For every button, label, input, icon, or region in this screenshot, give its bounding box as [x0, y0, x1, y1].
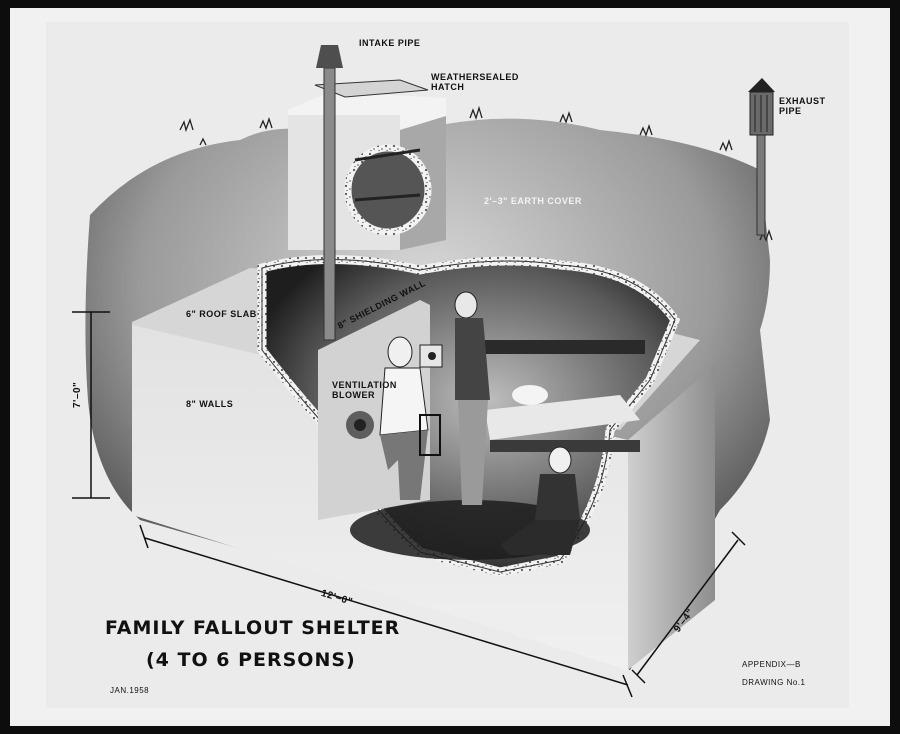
hatch-opening	[348, 148, 428, 232]
label-ventilation-blower: VENTILATION BLOWER	[332, 380, 397, 400]
ventilation-blower	[346, 411, 374, 439]
seated-man-figure	[379, 336, 441, 500]
appendix-label: APPENDIX—B	[742, 660, 801, 669]
label-roof-slab: 6" ROOF SLAB	[186, 309, 257, 319]
drawing-title: FAMILY FALLOUT SHELTER	[105, 617, 401, 639]
exhaust-pipe	[748, 78, 775, 236]
right-wall	[628, 365, 715, 670]
label-earth-cover: 2'–3" EARTH COVER	[484, 196, 582, 206]
grass-tufts	[179, 105, 773, 242]
label-walls: 8" WALLS	[186, 399, 234, 409]
drawing-number: DRAWING No.1	[742, 678, 806, 687]
standing-man-figure	[454, 291, 490, 505]
label-weathersealed-hatch: WEATHERSEALED HATCH	[431, 72, 519, 92]
radio-dial	[428, 352, 436, 360]
hatch-opening-gravel	[344, 144, 432, 236]
label-exhaust-pipe: EXHAUST PIPE	[779, 96, 826, 116]
hatch-ladder-rung	[354, 148, 421, 162]
dimension-height: 7'–0"	[72, 381, 83, 408]
bunk-bed	[485, 340, 645, 452]
intake-pipe-cap	[316, 45, 343, 68]
label-intake-pipe: INTAKE PIPE	[359, 38, 421, 48]
intake-pipe	[323, 67, 336, 341]
drawing-subtitle: (4 TO 6 PERSONS)	[146, 649, 356, 671]
seated-woman-figure	[500, 446, 580, 555]
drawing-date: JAN.1958	[110, 686, 150, 695]
dimension-lines	[72, 311, 746, 698]
hatch-ladder-rung	[354, 193, 421, 202]
